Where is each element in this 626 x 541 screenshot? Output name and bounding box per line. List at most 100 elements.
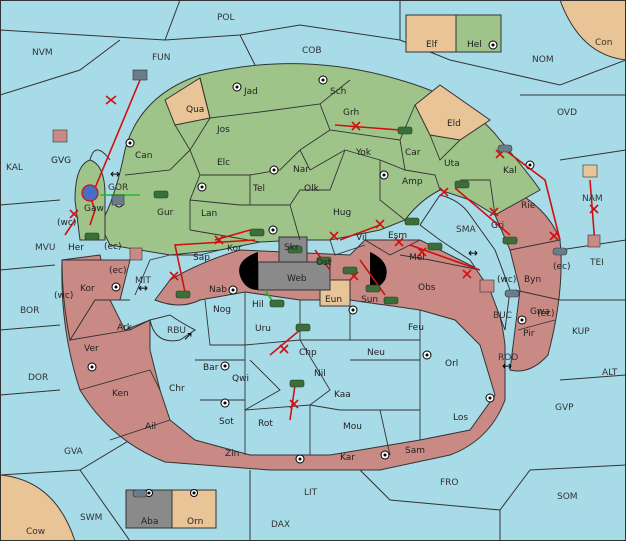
hold-markers: [69, 95, 599, 409]
army-unit: [269, 299, 285, 308]
sea-mit: MIT: [135, 276, 151, 286]
army-unit: [84, 232, 100, 241]
label-lan: Lan: [201, 209, 217, 219]
label-yok: Yok: [355, 148, 372, 158]
province-eld[interactable]: [414, 84, 491, 141]
army-unit: [383, 296, 399, 305]
label-sch: Sch: [330, 87, 346, 97]
label-feu: Feu: [408, 323, 424, 333]
coast-tags: (wc) (ec) (ec) (wc) (wc) (ec) (ec): [54, 218, 571, 319]
label-gaw: Gaw: [84, 204, 104, 214]
province-borders: [69, 77, 561, 456]
sea-tei: TEI: [589, 258, 604, 268]
army-unit: [342, 266, 358, 275]
label-kor: Kor: [80, 284, 95, 294]
label-uta: Uta: [444, 159, 460, 169]
coast-ec1: (ec): [104, 242, 122, 252]
fleet-unit: [52, 129, 68, 143]
label-nab: Nab: [209, 285, 227, 295]
movement-symbols: ↔ ↔ ↗ ↔ ↔: [110, 167, 512, 373]
label-los: Los: [453, 413, 468, 423]
label-her: Her: [68, 243, 84, 253]
label-nog: Nog: [213, 305, 231, 315]
label-ost: Ost: [316, 258, 332, 268]
gor-arrow: ↔: [110, 167, 120, 181]
label-zin: Zin: [225, 449, 239, 459]
label-elf: Elf: [426, 40, 438, 50]
army-unit: [175, 290, 191, 299]
label-tel: Tel: [252, 184, 265, 194]
label-eld: Eld: [447, 119, 461, 129]
rod-arrow: ↔: [502, 359, 512, 373]
sea-buc: BUC: [493, 311, 512, 321]
label-eun: Eun: [325, 295, 342, 305]
fleet-unit: [504, 289, 520, 298]
sea-som: SOM: [557, 492, 578, 502]
label-qwi: Qwi: [232, 374, 249, 384]
inner-sea-rbu: [149, 314, 196, 342]
sea-gva: GVA: [64, 447, 84, 457]
coast-ec2: (ec): [109, 266, 127, 276]
fleet-unit: [497, 144, 513, 153]
sea-con: Con: [595, 38, 613, 48]
label-chr: Chr: [169, 384, 185, 394]
army-unit: [153, 190, 169, 199]
label-nar: Nar: [293, 165, 309, 175]
coast-ec3: (ec): [553, 262, 571, 272]
label-orl: Orl: [445, 359, 458, 369]
label-hug: Hug: [333, 208, 351, 218]
label-kaa: Kaa: [334, 390, 351, 400]
sea-cob: COB: [302, 46, 322, 56]
army-unit: [365, 284, 381, 293]
label-vil: Vil: [356, 233, 367, 243]
army-unit: [404, 217, 420, 226]
units: [52, 69, 601, 498]
army-unit: [289, 379, 305, 388]
label-sam: Sam: [405, 446, 425, 456]
province-elf[interactable]: [405, 14, 457, 53]
sea-cow: Cow: [26, 527, 45, 537]
label-ken: Ken: [112, 389, 129, 399]
label-sot: Sot: [219, 417, 234, 427]
sea-ovd: OVD: [557, 108, 577, 118]
label-kal: Kal: [503, 166, 517, 176]
label-gri: Gri: [491, 221, 504, 231]
contested-marker: [81, 184, 99, 202]
coast-wc3: (wc): [497, 275, 516, 285]
label-mou: Mou: [343, 422, 362, 432]
label-amp: Amp: [402, 177, 423, 187]
sea-fro: FRO: [440, 478, 459, 488]
label-rot: Rot: [258, 419, 273, 429]
fleet-unit: [111, 194, 125, 206]
army-unit: [295, 323, 311, 332]
label-sap: Sap: [193, 253, 210, 263]
fleet-unit: [132, 489, 148, 498]
sea-fun: FUN: [152, 53, 171, 63]
fleet-unit: [479, 279, 495, 293]
fleet-unit: [552, 247, 568, 256]
label-jad: Jad: [243, 87, 258, 97]
sea-sma: SMA: [456, 225, 476, 235]
army-unit: [427, 242, 443, 251]
label-rie: Rie: [521, 201, 536, 211]
label-mel: Mel: [409, 253, 425, 263]
army-unit: [249, 228, 265, 237]
coast-ec4: (ec): [537, 309, 555, 319]
label-esm: Esm: [388, 231, 407, 241]
army-unit: [287, 245, 303, 254]
label-ark: Ark: [117, 323, 133, 333]
label-gvg: GVG: [51, 156, 71, 166]
label-gwa: Gwa: [530, 307, 550, 317]
label-obs: Obs: [418, 283, 436, 293]
sea-gvp: GVP: [555, 403, 574, 413]
label-sun: Sun: [361, 295, 378, 305]
army-unit: [397, 126, 413, 135]
sea-lit: LIT: [304, 488, 318, 498]
sea-swm: SWM: [80, 513, 102, 523]
inner-sea-sma: [419, 194, 511, 331]
label-qua: Qua: [186, 105, 204, 115]
coast-wc2: (wc): [54, 291, 73, 301]
label-nil: Nil: [314, 369, 326, 379]
sea-dax: DAX: [271, 520, 290, 530]
sea-bor: BOR: [20, 306, 39, 316]
